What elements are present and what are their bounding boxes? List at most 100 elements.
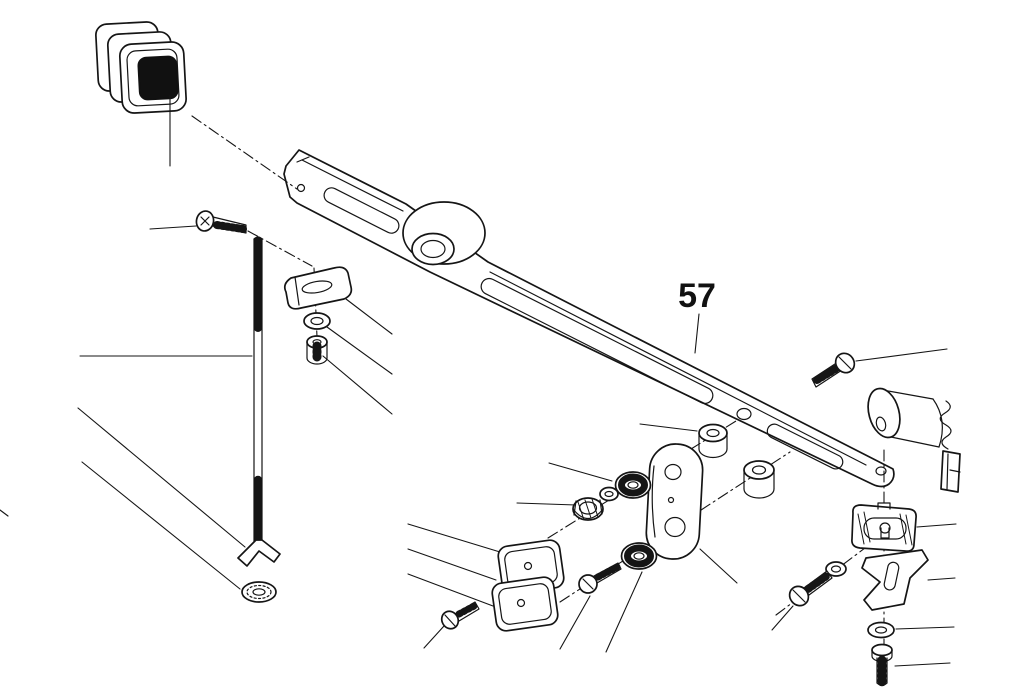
- bracket-notch: [949, 469, 961, 473]
- edge-tick-line: [0, 509, 9, 517]
- nut-facet: [573, 500, 577, 516]
- bushing-bottom: [698, 448, 728, 459]
- washer-outer: [867, 621, 895, 639]
- bushing-hole: [751, 465, 767, 475]
- bushing-top: [698, 423, 728, 443]
- push-nut-hole: [252, 588, 266, 596]
- leader-line: [559, 595, 591, 650]
- part-flat-washer: [303, 312, 331, 330]
- bracket-body: [940, 450, 961, 493]
- arm-edge-line: [489, 271, 867, 466]
- center-axis-line: [191, 115, 298, 190]
- screw-threads: [813, 364, 841, 384]
- leader-lines: [0, 225, 957, 667]
- screw-slot: [200, 216, 210, 226]
- pad-rubber-insert: [137, 55, 179, 101]
- washer-outer: [303, 312, 331, 330]
- part-pivot-screw: [811, 352, 856, 388]
- part-mounting-screw: [195, 210, 247, 234]
- part-clamp-screw: [788, 570, 833, 607]
- link-plate-dimple: [667, 496, 675, 504]
- nut-depth: [572, 508, 604, 520]
- clip-body: [283, 266, 353, 310]
- leader-line: [423, 625, 445, 649]
- center-axis-line: [247, 230, 313, 267]
- part-pivot-clamp: [851, 502, 917, 552]
- nut-hatch: [584, 499, 592, 519]
- part-pad-plate: [491, 539, 565, 632]
- part-number-callout: 57: [678, 277, 716, 354]
- link-plate-edge: [651, 465, 656, 538]
- bracket-slot: [883, 561, 900, 591]
- part-upper-grommet: [614, 471, 652, 499]
- leader-line: [326, 326, 393, 375]
- leader-line: [855, 348, 948, 362]
- pad-plate-lower: [491, 576, 559, 632]
- part-pad-plate-screw: [440, 601, 480, 630]
- screw-threads: [455, 601, 480, 618]
- part-spacer-bolt: [306, 335, 328, 365]
- pad-front-inner-edge: [126, 48, 180, 107]
- leader-line: [916, 523, 957, 528]
- washer-hole: [830, 565, 842, 573]
- spacer-bottom: [306, 357, 328, 365]
- pad-plate-hole: [516, 598, 526, 608]
- rod-hook: [237, 539, 281, 567]
- part-cushion-pad-stack: [95, 21, 187, 167]
- pad-plate-hole: [523, 561, 533, 571]
- nut-hatch: [591, 498, 599, 518]
- bolt-slot: [582, 578, 594, 590]
- part-clamp-washer: [825, 561, 847, 577]
- part-spring-clip: [283, 266, 353, 310]
- nut-hatch: [577, 501, 585, 521]
- leader-line: [345, 298, 393, 335]
- cylinder-hole: [875, 416, 887, 432]
- push-nut-serration: [246, 584, 272, 600]
- part-base-screw: [871, 643, 893, 687]
- screw-head-top: [871, 643, 893, 657]
- leader-line: [77, 407, 246, 548]
- part-mounting-bracket: [861, 549, 929, 611]
- link-plate-body: [645, 443, 704, 560]
- clamp-hatch: [899, 513, 907, 545]
- screw-slot: [444, 614, 456, 627]
- part-lower-grommet: [620, 542, 658, 570]
- washer-hole: [604, 490, 614, 498]
- part-edge-bracket: [940, 450, 961, 493]
- clamp-hatch: [863, 511, 871, 543]
- diagram-root: 57: [0, 21, 961, 687]
- screw-slot: [838, 356, 852, 370]
- grommet-hole: [633, 552, 645, 560]
- screw-tip: [876, 682, 888, 687]
- clip-fold-line: [294, 276, 300, 306]
- wiper-arm-outline: [283, 149, 895, 488]
- part-threaded-rod: [237, 236, 281, 603]
- fork-hole: [296, 183, 306, 193]
- arm-slot-long: [480, 277, 714, 405]
- washer-outer: [825, 561, 847, 577]
- washer-hole: [310, 316, 324, 326]
- leader-line: [694, 313, 700, 354]
- part-hex-nut: [572, 497, 604, 521]
- leader-line: [81, 461, 241, 590]
- leader-line: [407, 573, 494, 607]
- boss-hole-rim: [420, 239, 446, 259]
- clamp-tab: [877, 502, 891, 510]
- pad-plate-lower-edge: [498, 583, 552, 625]
- clamp-hatch: [857, 513, 865, 545]
- leader-line: [699, 548, 738, 584]
- leader-line: [927, 577, 956, 581]
- link-plate-lower-hole: [664, 516, 686, 538]
- clamp-keyhole-stem: [880, 527, 890, 539]
- washer-hole: [874, 626, 888, 634]
- nut-facet: [599, 499, 603, 515]
- bracket-body: [861, 549, 929, 611]
- arm-edge-line: [301, 159, 404, 212]
- part-link-bolt: [578, 562, 622, 594]
- clamp-keyhole: [879, 522, 891, 534]
- washer-outer: [599, 486, 619, 502]
- arm-tip-hole: [875, 466, 887, 476]
- leader-line: [149, 225, 197, 230]
